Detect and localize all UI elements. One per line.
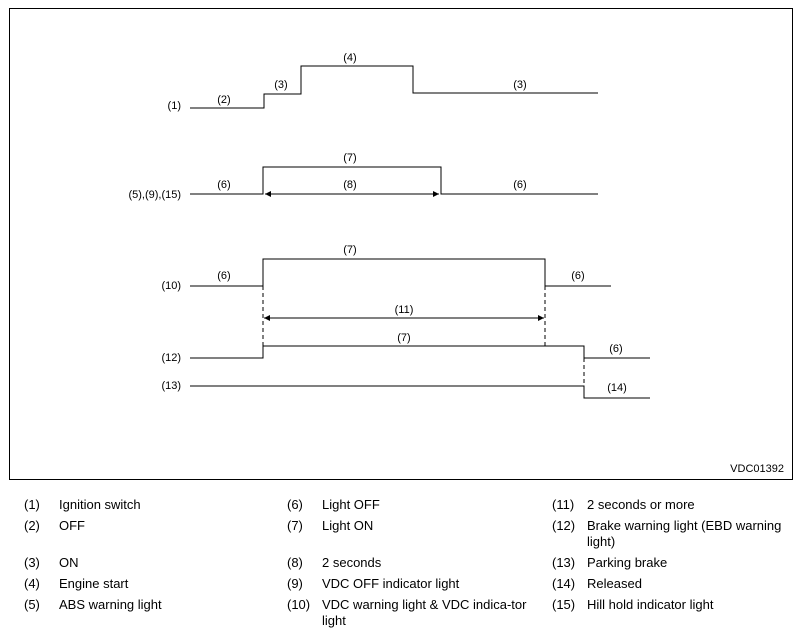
callout-light-off-a: (6)	[217, 179, 230, 191]
row-label-abs-vdcoff-hillhold: (5),(9),(15)	[128, 189, 181, 201]
waveform-brake-warning	[190, 345, 650, 359]
callout-off: (2)	[217, 94, 230, 106]
callout-light-off-b: (6)	[513, 179, 526, 191]
waveform-ignition	[190, 65, 598, 109]
row-label-parking-brake: (13)	[161, 380, 181, 392]
waveform-vdc-warning	[190, 258, 611, 287]
timing-diagram: (1) (2) (3) (4) (3) (5),(9),(15) (6) (7)…	[128, 52, 650, 399]
callout-light-off-e: (6)	[609, 343, 622, 355]
row-label-ignition: (1)	[168, 100, 181, 112]
callout-on-b: (3)	[513, 79, 526, 91]
callout-2-seconds-or-more: (11)	[395, 304, 414, 316]
callout-on-a: (3)	[274, 79, 287, 91]
callout-light-on-c: (7)	[397, 332, 410, 344]
callout-light-off-d: (6)	[571, 270, 584, 282]
figure-code: VDC01392	[730, 463, 784, 475]
waveform-abs	[190, 166, 598, 195]
callout-released: (14)	[607, 382, 627, 394]
callout-light-off-c: (6)	[217, 270, 230, 282]
waveform-parking-brake	[190, 385, 650, 399]
row-label-vdc-warning: (10)	[161, 280, 181, 292]
row-label-brake-warning: (12)	[161, 352, 181, 364]
callout-engine-start: (4)	[343, 52, 356, 64]
diagram-frame: VDC01392	[9, 8, 793, 480]
callout-light-on-b: (7)	[343, 244, 356, 256]
callout-2-seconds: (8)	[343, 179, 356, 191]
callout-light-on: (7)	[343, 152, 356, 164]
